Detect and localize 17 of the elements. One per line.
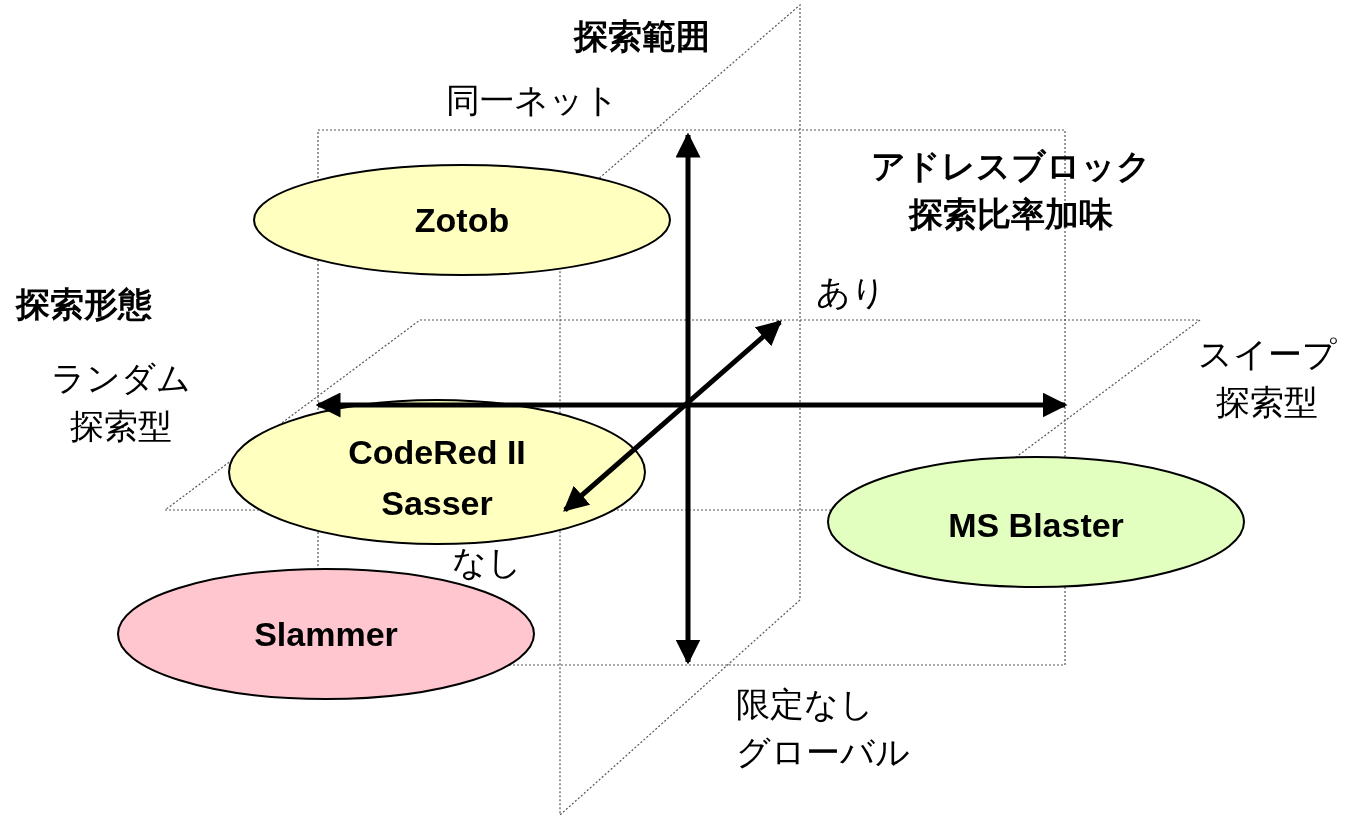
node-label: CodeRed II	[347, 432, 527, 472]
axis-title: 探索形態	[16, 284, 153, 325]
axis-end-label: ランダム探索型	[50, 358, 193, 447]
ellipse-node	[252, 163, 672, 277]
node-label: Sasser	[380, 483, 494, 523]
axis-end-label: 同一ネット	[446, 80, 620, 121]
axis-end-label: なし	[452, 542, 523, 583]
node-label: Slammer	[253, 614, 399, 654]
axis-title: 探索範囲	[574, 16, 711, 57]
node-label: MS Blaster	[947, 505, 1125, 545]
ellipse-node	[227, 398, 647, 546]
node-label: Zotob	[413, 200, 511, 240]
axis-end-label: 限定なしグローバル	[736, 684, 911, 773]
axis-end-label: スイープ探索型	[1196, 334, 1338, 423]
axis-end-label: あり	[816, 272, 887, 313]
ellipse-node	[826, 455, 1246, 589]
axis-title: アドレスブロック探索比率加味	[870, 146, 1153, 235]
